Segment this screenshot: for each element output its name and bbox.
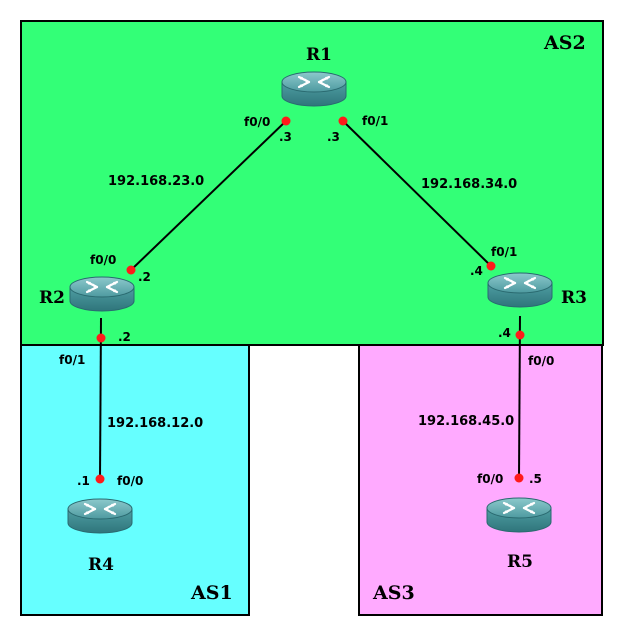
interface-label: f0/0	[90, 253, 116, 267]
link-r1-r3	[342, 120, 492, 267]
router-r2[interactable]	[68, 275, 136, 313]
router-icon	[486, 271, 554, 309]
host-label: .2	[118, 330, 131, 344]
interface-label: f0/0	[117, 474, 143, 488]
port-dot	[95, 474, 105, 484]
network-label-r1-r2: 192.168.23.0	[108, 174, 204, 189]
network-label-r1-r3: 192.168.34.0	[421, 177, 517, 192]
network-label-r3-r5: 192.168.45.0	[418, 414, 514, 429]
as3-label: AS3	[372, 582, 415, 604]
port-dot	[126, 265, 136, 275]
interface-label: f0/0	[477, 472, 503, 486]
interface-label: f0/1	[491, 245, 517, 259]
as3-area	[358, 344, 603, 616]
router-icon	[280, 70, 348, 108]
router-icon	[68, 275, 136, 313]
router-r4[interactable]	[66, 497, 134, 535]
interface-label: f0/1	[362, 114, 388, 128]
link-r1-r2	[130, 120, 287, 271]
host-label: .3	[279, 130, 292, 144]
link-r2-r4	[99, 317, 102, 480]
router-r5[interactable]	[485, 496, 553, 534]
port-dot	[338, 116, 348, 126]
host-label: .4	[470, 264, 483, 278]
router-r4-label: R4	[88, 555, 114, 575]
host-label: .3	[327, 130, 340, 144]
link-r3-r5	[518, 315, 521, 479]
network-label-r2-r4: 192.168.12.0	[107, 416, 203, 431]
router-r2-label: R2	[39, 288, 65, 308]
router-icon	[66, 497, 134, 535]
as1-label: AS1	[190, 582, 233, 604]
router-r5-label: R5	[507, 552, 533, 572]
interface-label: f0/1	[59, 353, 85, 367]
interface-label: f0/0	[244, 115, 270, 129]
router-r1[interactable]	[280, 70, 348, 108]
port-dot	[96, 333, 106, 343]
host-label: .2	[138, 270, 151, 284]
port-dot	[514, 473, 524, 483]
interface-label: f0/0	[528, 354, 554, 368]
port-dot	[486, 261, 496, 271]
as2-label: AS2	[543, 32, 586, 54]
port-dot	[281, 116, 291, 126]
as1-area	[20, 344, 250, 616]
router-r1-label: R1	[306, 45, 332, 65]
host-label: .4	[498, 326, 511, 340]
port-dot	[515, 330, 525, 340]
host-label: .5	[529, 472, 542, 486]
router-icon	[485, 496, 553, 534]
router-r3[interactable]	[486, 271, 554, 309]
router-r3-label: R3	[561, 288, 587, 308]
host-label: .1	[77, 474, 90, 488]
